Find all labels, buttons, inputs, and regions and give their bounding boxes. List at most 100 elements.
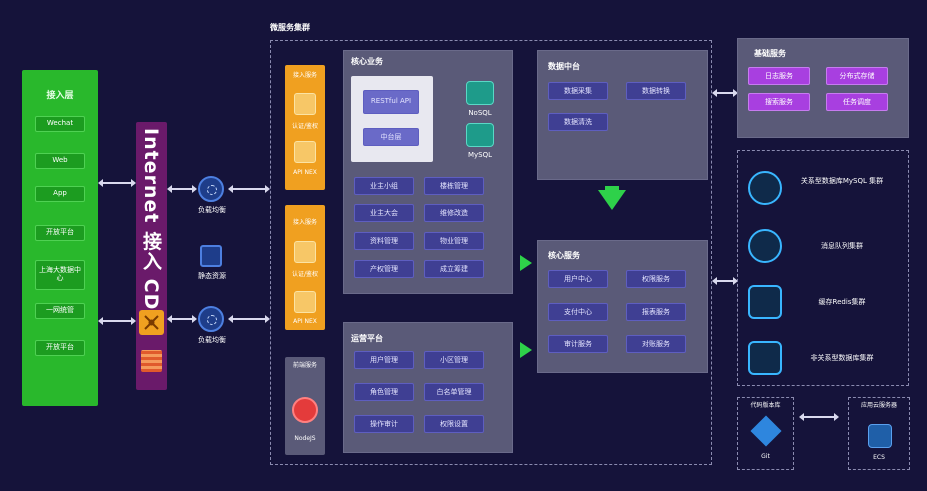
cloud-label: ECS: [873, 454, 885, 461]
frontend-node-box: 前端服务 NodeJS: [285, 357, 325, 455]
arrow-repo-cloud: [799, 413, 839, 421]
static-resource-icon: [200, 245, 222, 267]
client-web[interactable]: Web: [35, 153, 85, 169]
core-item-property[interactable]: 物业管理: [424, 232, 484, 250]
core-service-panel: 核心服务 用户中心 权限服务 支付中心 报表服务 审计服务 对账服务: [537, 240, 708, 373]
ops-platform-title: 运营平台: [351, 334, 383, 343]
storage-cluster-border: 关系型数据库MySQL 集群 消息队列集群 缓存Redis集群 非关系型数据库集…: [737, 150, 909, 386]
ops-item-permission[interactable]: 权限设置: [424, 415, 484, 433]
mysql-label: MySQL: [467, 151, 493, 159]
arrow-internet-lb-2: [167, 315, 197, 323]
green-arrow-1: [520, 255, 532, 271]
core-item-ownership[interactable]: 产权管理: [354, 260, 414, 278]
arrow-access-internet-2: [98, 317, 136, 325]
access-layer-title: 接入层: [46, 91, 74, 101]
gateway-top: 接入服务 认证/鉴权 API NEX: [285, 65, 325, 190]
gateway-mid-api: API NEX: [293, 318, 317, 325]
redis-cluster-icon: [748, 285, 782, 319]
gateway-doc-icon-2: [294, 241, 316, 263]
down-arrow-stem: [605, 186, 619, 192]
arrow-lb-cluster-1: [228, 185, 270, 193]
access-layer: 接入层 Wechat Web App 开放平台 上海大数据中心 一网统管 开放平…: [22, 70, 98, 406]
core-item-owner-meeting[interactable]: 业主大会: [354, 204, 414, 222]
nosql-label: NoSQL: [468, 109, 492, 117]
nosql-cluster-icon: [748, 341, 782, 375]
data-item-transform[interactable]: 数据转换: [626, 82, 686, 100]
arrow-access-internet-1: [98, 179, 136, 187]
load-balancer-icon-1: [198, 176, 224, 202]
core-item-setup[interactable]: 成立筹建: [424, 260, 484, 278]
arrow-cluster-base: [712, 89, 738, 97]
ops-item-role[interactable]: 角色管理: [354, 383, 414, 401]
api-layer-box: RESTful API 中台层: [351, 76, 433, 162]
gateway-doc-icon: [294, 93, 316, 115]
client-open-platform-2[interactable]: 开放平台: [35, 340, 85, 356]
nosql-icon: [466, 81, 494, 105]
mysql-cluster-icon: [748, 171, 782, 205]
firewall-icon: [141, 350, 162, 372]
data-item-collect[interactable]: 数据采集: [548, 82, 608, 100]
load-balancer-icon-2: [198, 306, 224, 332]
base-task-schedule[interactable]: 任务调度: [826, 93, 888, 111]
nosql-cluster-label: 非关系型数据库集群: [810, 354, 874, 362]
mysql-icon: [466, 123, 494, 147]
cluster-title: 微服务集群: [270, 23, 310, 32]
repo-title: 代码版本库: [750, 402, 781, 409]
service-payment[interactable]: 支付中心: [548, 303, 608, 321]
service-audit[interactable]: 审计服务: [548, 335, 608, 353]
ops-item-audit[interactable]: 操作审计: [354, 415, 414, 433]
client-open-platform[interactable]: 开放平台: [35, 225, 85, 241]
base-log-service[interactable]: 日志服务: [748, 67, 810, 85]
core-item-owner-group[interactable]: 业主小组: [354, 177, 414, 195]
core-item-repair[interactable]: 维修改造: [424, 204, 484, 222]
mysql-cluster-label: 关系型数据库MySQL 集群: [800, 177, 884, 185]
data-center-title: 数据中台: [548, 62, 580, 71]
message-queue-icon: [748, 229, 782, 263]
core-item-building[interactable]: 楼栋管理: [424, 177, 484, 195]
arrow-internet-lb-1: [167, 185, 197, 193]
arrow-lb-cluster-2: [228, 315, 270, 323]
service-permission[interactable]: 权限服务: [626, 270, 686, 288]
core-business-panel: 核心业务 RESTful API 中台层 NoSQL MySQL 业主小组 楼栋…: [343, 50, 513, 294]
service-report[interactable]: 报表服务: [626, 303, 686, 321]
client-big-data-center[interactable]: 上海大数据中心: [35, 260, 85, 290]
gateway-mid-auth: 认证/鉴权: [291, 271, 319, 278]
base-service-title: 基础服务: [754, 49, 786, 58]
middle-layer-block[interactable]: 中台层: [363, 128, 419, 146]
load-balancer-label-2: 负载均衡: [198, 336, 226, 344]
gateway-mid-title: 接入服务: [292, 219, 317, 226]
client-wechat[interactable]: Wechat: [35, 116, 85, 132]
data-item-clean[interactable]: 数据清洗: [548, 113, 608, 131]
service-reconcile[interactable]: 对账服务: [626, 335, 686, 353]
down-arrow: [598, 190, 626, 210]
client-app[interactable]: App: [35, 186, 85, 202]
ops-item-user[interactable]: 用户管理: [354, 351, 414, 369]
load-balancer-label-1: 负载均衡: [198, 206, 226, 214]
base-distributed-storage[interactable]: 分布式存储: [826, 67, 888, 85]
gateway-top-auth: 认证/鉴权: [291, 123, 319, 130]
repo-label: Git: [761, 453, 770, 460]
microservice-cluster-border: [270, 40, 712, 465]
base-search-service[interactable]: 搜索服务: [748, 93, 810, 111]
ecs-icon: [868, 424, 892, 448]
cloud-title: 应用云服务器: [860, 402, 897, 409]
green-arrow-2: [520, 342, 532, 358]
frontend-node-label: NodeJS: [294, 435, 316, 442]
core-item-document[interactable]: 资料管理: [354, 232, 414, 250]
ops-platform-panel: 运营平台 用户管理 小区管理 角色管理 白名单管理 操作审计 权限设置: [343, 322, 513, 453]
repo-box: 代码版本库 Git: [737, 397, 794, 470]
ops-item-whitelist[interactable]: 白名单管理: [424, 383, 484, 401]
core-business-title: 核心业务: [351, 57, 383, 66]
message-queue-label: 消息队列集群: [821, 242, 863, 250]
redis-cluster-label: 缓存Redis集群: [818, 298, 866, 306]
restful-api-block[interactable]: RESTful API: [363, 90, 419, 114]
static-resource-label: 静态资源: [198, 272, 226, 280]
gateway-top-title: 接入服务: [292, 72, 317, 79]
service-user-center[interactable]: 用户中心: [548, 270, 608, 288]
arrow-cluster-storage: [712, 277, 738, 285]
client-one-network[interactable]: 一网统管: [35, 303, 85, 319]
ops-item-community[interactable]: 小区管理: [424, 351, 484, 369]
internet-cdn-bar: Internet 接入 CDN: [136, 122, 167, 390]
git-icon: [750, 415, 782, 447]
base-service-panel: 基础服务 日志服务 分布式存储 搜索服务 任务调度: [737, 38, 909, 138]
